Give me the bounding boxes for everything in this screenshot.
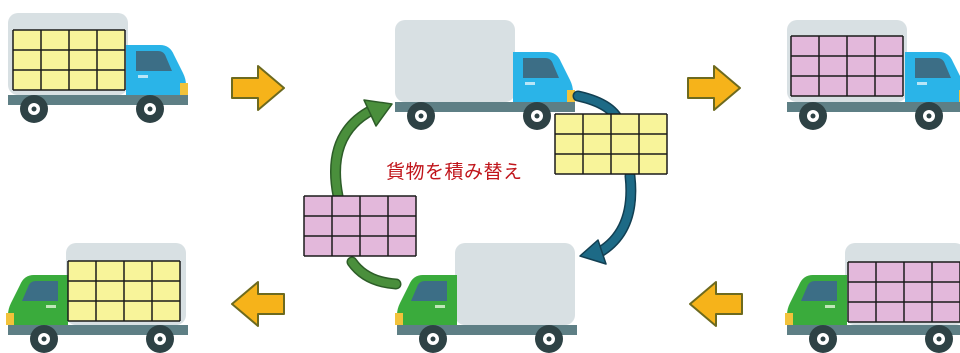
- transfer-caption: 貨物を積み替え: [386, 161, 523, 183]
- arrow-right-icon: [687, 65, 741, 111]
- arrow-left-icon: [231, 281, 285, 327]
- truck-blue-loaded-yellow: [8, 13, 188, 123]
- arrow-right-icon: [231, 65, 285, 111]
- cargo-pink-grid: [791, 36, 903, 96]
- cargo-yellow-grid: [13, 30, 125, 90]
- arrow-left-icon: [689, 281, 743, 327]
- truck-green-loaded-pink: [785, 243, 960, 353]
- curved-arrow-green-icon: [330, 99, 402, 290]
- truck-green-loaded-yellow: [6, 243, 188, 353]
- truck-blue-empty: [395, 20, 575, 130]
- cargo-pink-grid: [848, 262, 960, 322]
- cargo-yellow-grid: [68, 261, 180, 321]
- transfer-cargo-pink: [304, 196, 416, 256]
- transfer-cargo-yellow: [555, 114, 667, 174]
- truck-green-empty: [395, 243, 577, 353]
- curved-arrow-teal-icon: [572, 90, 637, 265]
- truck-blue-loaded-pink: [787, 20, 960, 130]
